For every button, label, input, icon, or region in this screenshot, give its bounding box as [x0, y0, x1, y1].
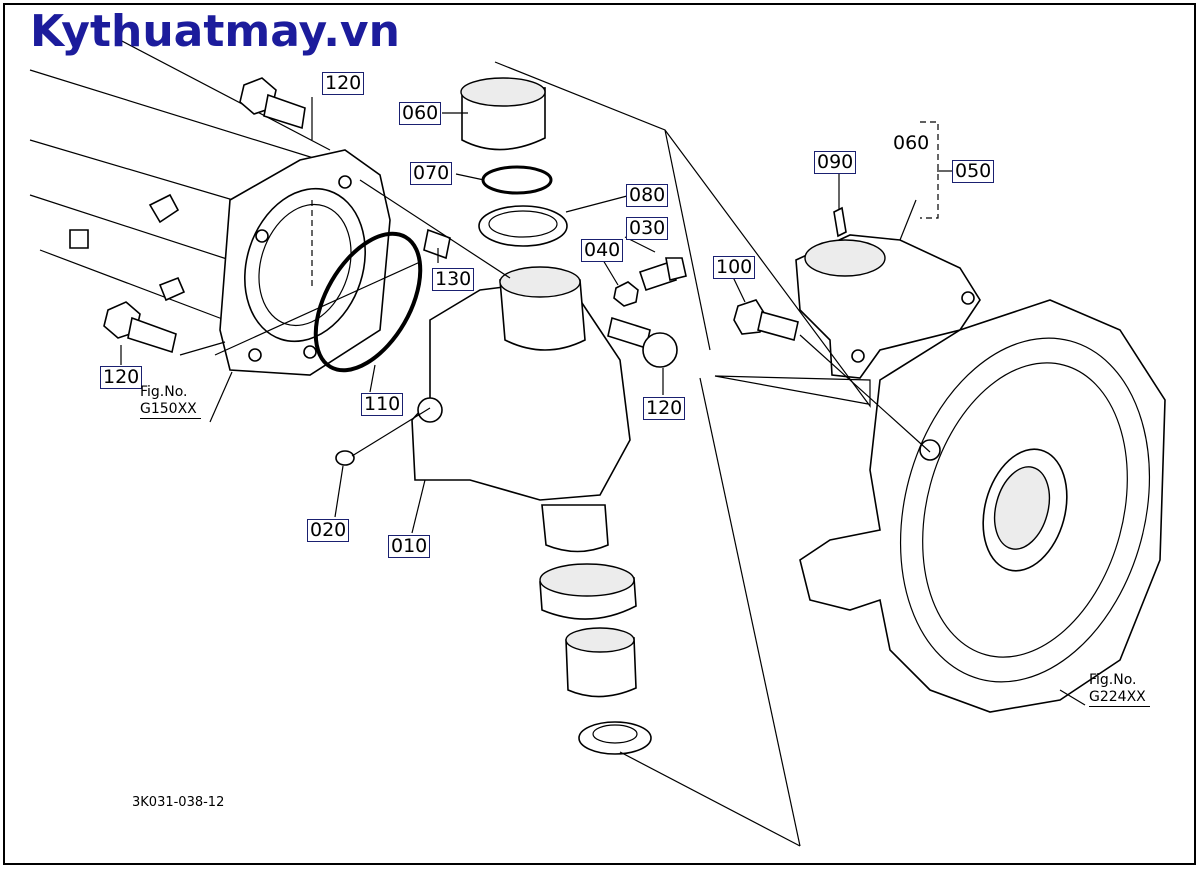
- pin-130: [423, 228, 451, 260]
- thrust-bearing: [578, 721, 652, 755]
- callout-090: 090: [814, 151, 857, 174]
- callout-030: 030: [626, 217, 669, 240]
- callout-060-top: 060: [399, 102, 442, 125]
- callout-070: 070: [410, 162, 453, 185]
- bolt-100: [733, 299, 799, 341]
- nut-040: [613, 281, 639, 307]
- figure-prefix: Fig.No.: [1089, 672, 1137, 688]
- callout-120-top: 120: [322, 72, 365, 95]
- bracket-050: [795, 234, 981, 379]
- figure-prefix: Fig.No.: [140, 384, 188, 400]
- callout-130: 130: [432, 268, 475, 291]
- callout-120-right: 120: [643, 397, 686, 420]
- leader-lines: [120, 61, 1086, 847]
- callout-020: 020: [307, 519, 350, 542]
- callout-120-left: 120: [100, 366, 143, 389]
- bolt-120-left: [103, 301, 177, 354]
- figure-number: G150XX: [140, 401, 201, 419]
- axle-housing: [29, 39, 391, 376]
- seal-080: [478, 205, 568, 247]
- callout-050: 050: [952, 160, 995, 183]
- figure-reference-g150: Fig.No. G150XX: [140, 384, 201, 419]
- grease-fitting-090: [833, 206, 847, 238]
- bolt-120-top: [239, 77, 306, 130]
- callout-110: 110: [361, 393, 404, 416]
- callout-100: 100: [713, 256, 756, 279]
- figure-number: G224XX: [1089, 689, 1150, 707]
- diagram-code: 3K031-038-12: [132, 795, 225, 810]
- bushing-060-lower: [565, 627, 637, 698]
- bearing-lower: [539, 563, 637, 620]
- diagram-frame: [3, 3, 1196, 865]
- callout-010: 010: [388, 535, 431, 558]
- o-ring-110: [313, 231, 423, 373]
- plug-020: [335, 450, 355, 466]
- callout-060-plain: 060: [893, 132, 930, 154]
- callout-040: 040: [581, 239, 624, 262]
- bolt-120-right: [607, 316, 678, 368]
- bushing-060-top: [460, 77, 546, 151]
- knuckle-010: [411, 266, 631, 553]
- figure-reference-g224: Fig.No. G224XX: [1089, 672, 1150, 707]
- ring-070: [481, 165, 553, 195]
- bolt-030: [638, 257, 687, 292]
- callout-080: 080: [626, 184, 669, 207]
- brand-watermark: Kythuatmay.vn: [30, 6, 400, 57]
- hub-housing: [799, 299, 1166, 713]
